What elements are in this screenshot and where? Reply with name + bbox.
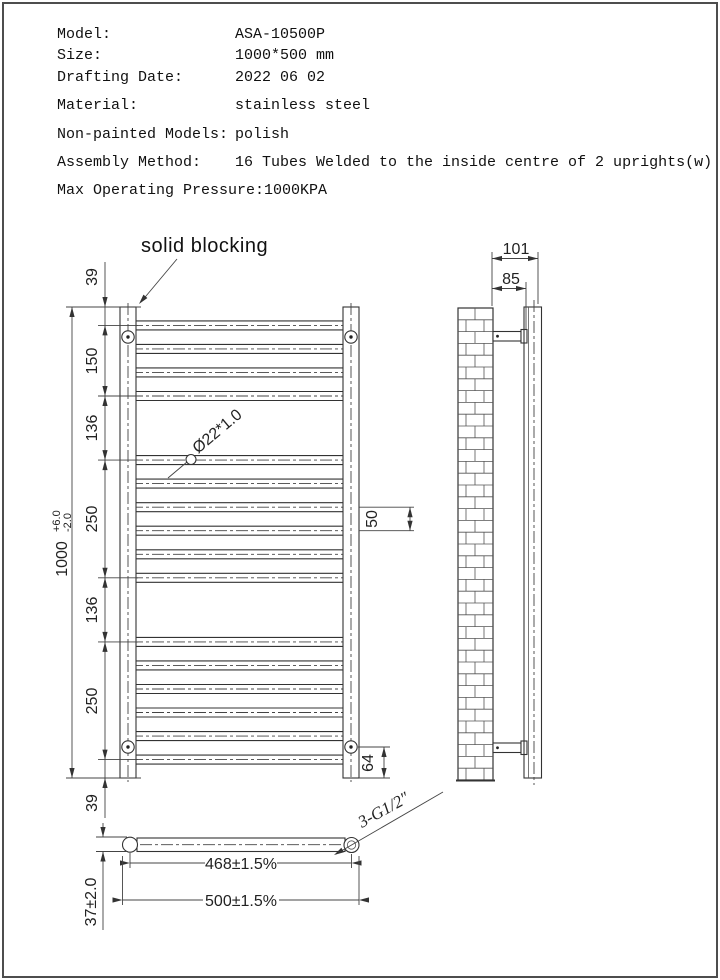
spec-value: 16 Tubes Welded to the inside centre of … xyxy=(235,154,713,171)
dimension-extension-lines xyxy=(66,306,141,779)
spec-label: Max Operating Pressure: xyxy=(57,182,265,199)
dim-250-upper-label: 250 xyxy=(84,506,101,533)
wall-bracket-bottom xyxy=(492,740,528,756)
dim-bracket-bottom: 64 xyxy=(358,746,390,779)
mounting-bracket-circles xyxy=(121,330,358,754)
left-tube-end xyxy=(121,836,139,853)
spec-label: Material: xyxy=(57,97,139,114)
dim-101-label: 101 xyxy=(503,241,530,258)
spec-value: polish xyxy=(235,126,290,143)
dim-250-lower-label: 250 xyxy=(84,688,101,715)
svg-text:1000: 1000 xyxy=(54,541,71,577)
thread-leader xyxy=(332,791,444,858)
dim-bottom-39-label: 39 xyxy=(84,794,101,812)
spec-row-size: Size: 1000*500 mm xyxy=(57,48,712,64)
dim-overall-height-label: 1000 +6.0 -2.0 xyxy=(51,510,74,577)
spec-label: Model: xyxy=(57,26,112,43)
dim-depth-overall: 101 xyxy=(491,241,539,306)
tube-size-leader xyxy=(167,453,197,479)
brick-wall xyxy=(456,307,495,782)
dim-500-label: 500±1.5% xyxy=(205,893,277,910)
dim-85-label: 85 xyxy=(502,271,520,288)
spec-row-pressure: Max Operating Pressure: 1000KPA xyxy=(57,183,712,199)
bottom-view: 3-G1/2″ 468±1.5% 500±1.5% 37±2.0 xyxy=(83,788,444,930)
dim-64-label: 64 xyxy=(360,754,377,772)
dim-tube-pitch: 50 xyxy=(359,506,414,532)
rung-tubes xyxy=(130,320,350,765)
spec-value: ASA-10500P xyxy=(235,26,326,43)
spec-row-model: Model: ASA-10500P xyxy=(57,27,712,43)
solid-blocking-label: solid blocking xyxy=(141,235,268,257)
dim-centres: 468±1.5% xyxy=(120,853,362,873)
dim-37-label: 37±2.0 xyxy=(83,877,100,926)
spec-row-drafting-date: Drafting Date: 2022 06 02 xyxy=(57,70,712,86)
right-upright xyxy=(342,302,360,783)
spec-table: Model: ASA-10500P Size: 1000*500 mm Draf… xyxy=(57,22,712,199)
spec-row-material: Material: stainless steel xyxy=(57,98,712,114)
dim-top-39-label: 39 xyxy=(84,268,101,286)
side-view: 101 85 xyxy=(456,241,543,785)
spec-value: 1000*500 mm xyxy=(235,47,335,64)
spec-label: Non-painted Models: xyxy=(57,126,229,143)
front-view: 39 150 136 250 136 250 39 1000 +6.0 -2.0 xyxy=(51,235,414,818)
spec-label: Size: xyxy=(57,47,103,64)
upright-side-profile xyxy=(523,300,543,785)
dim-136-lower-label: 136 xyxy=(84,597,101,624)
spec-value: 1000KPA xyxy=(264,182,328,199)
dim-overall-width: 500±1.5% xyxy=(112,856,369,910)
spec-row-assembly: Assembly Method: 16 Tubes Welded to the … xyxy=(57,155,712,171)
spec-value: stainless steel xyxy=(235,97,371,114)
dim-depth-37: 37±2.0 xyxy=(83,823,128,930)
solid-blocking-leader xyxy=(137,258,178,306)
svg-text:-2.0: -2.0 xyxy=(62,513,74,532)
dim-136-upper-label: 136 xyxy=(84,415,101,442)
spec-value: 2022 06 02 xyxy=(235,69,326,86)
spec-row-finish: Non-painted Models: polish xyxy=(57,127,712,143)
spec-label: Drafting Date: xyxy=(57,69,184,86)
dim-468-label: 468±1.5% xyxy=(205,856,277,873)
svg-text:+6.0: +6.0 xyxy=(51,510,63,532)
wall-bracket-top xyxy=(492,328,528,344)
dim-depth-bracket: 85 xyxy=(492,271,527,329)
dimension-chain xyxy=(69,262,108,818)
thread-size-label: 3-G1/2″ xyxy=(354,788,413,832)
dim-50-label: 50 xyxy=(364,510,381,528)
spec-label: Assembly Method: xyxy=(57,154,202,171)
left-upright xyxy=(119,302,137,783)
dim-150-label: 150 xyxy=(84,348,101,375)
tube-size-label: Ø22*1.0 xyxy=(190,406,246,457)
